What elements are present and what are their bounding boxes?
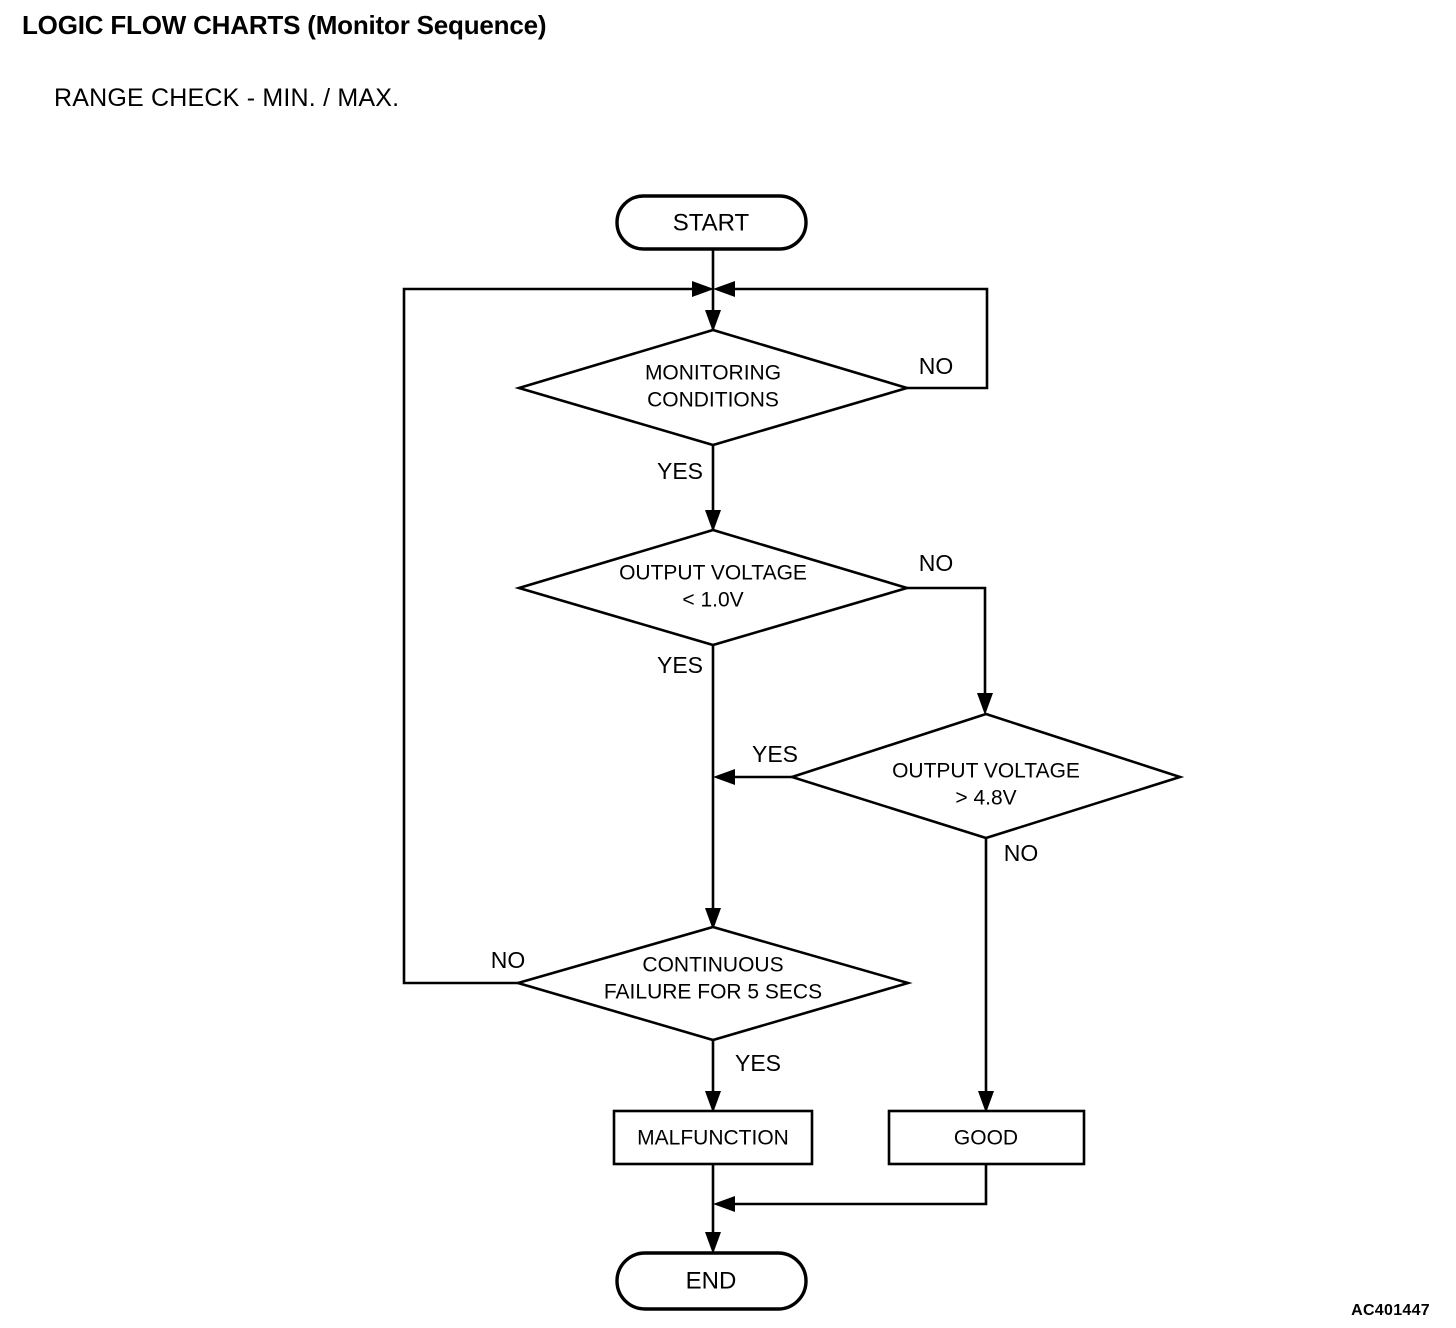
arrowhead-down-to-vmax xyxy=(977,693,993,715)
diagram-code: AC401447 xyxy=(1351,1302,1430,1319)
arrowhead-left-into-junction xyxy=(713,281,735,297)
node-monitoring-conditions-label-line2: CONDITIONS xyxy=(647,389,779,412)
node-end[interactable] xyxy=(615,1251,808,1311)
edge-good-to-merge xyxy=(722,1164,988,1206)
node-end-label: END xyxy=(686,1267,737,1294)
edge-vmin-no-to-vmax xyxy=(907,586,987,710)
edge-label-vmax-yes: YES xyxy=(752,741,798,767)
edge-label-vmax-no: NO xyxy=(1004,840,1039,866)
node-monitoring-conditions[interactable] xyxy=(514,328,912,447)
node-continuous-failure[interactable] xyxy=(513,925,913,1042)
arrowhead-down-to-vmin xyxy=(705,510,721,532)
arrowhead-down-to-malfunction xyxy=(705,1091,721,1113)
edge-label-monitoring-yes: YES xyxy=(657,458,703,484)
edge-monitoring-no-feedback xyxy=(722,287,989,390)
node-continuous-failure-label-line1: CONTINUOUS xyxy=(642,954,783,977)
node-start-label: START xyxy=(673,209,750,236)
node-output-voltage-min[interactable] xyxy=(514,528,912,647)
edge-label-vmin-no: NO xyxy=(919,550,954,576)
node-malfunction-label: MALFUNCTION xyxy=(637,1127,789,1150)
node-malfunction[interactable] xyxy=(612,1109,814,1166)
node-output-voltage-min-label-line1: OUTPUT VOLTAGE xyxy=(619,562,807,585)
node-output-voltage-max[interactable] xyxy=(787,712,1185,840)
edge-label-continuous-yes: YES xyxy=(735,1050,781,1076)
node-output-voltage-max-label-line1: OUTPUT VOLTAGE xyxy=(892,760,1080,783)
node-monitoring-conditions-label-line1: MONITORING xyxy=(645,362,781,385)
edge-label-continuous-no: NO xyxy=(491,947,526,973)
node-start[interactable] xyxy=(615,194,808,251)
node-output-voltage-max-label-line2: > 4.8V xyxy=(955,787,1016,810)
page-title: LOGIC FLOW CHARTS (Monitor Sequence) xyxy=(22,10,547,40)
arrowhead-left-into-merge xyxy=(713,1196,735,1212)
node-output-voltage-min-label-line2: < 1.0V xyxy=(682,589,743,612)
edge-label-vmin-yes: YES xyxy=(657,652,703,678)
page-subtitle: RANGE CHECK - MIN. / MAX. xyxy=(54,84,400,112)
node-good-label: GOOD xyxy=(954,1127,1018,1150)
arrowhead-down-to-good xyxy=(978,1091,994,1113)
arrowhead-down-to-end xyxy=(705,1232,721,1254)
arrowhead-left-into-rail xyxy=(713,769,735,785)
node-good[interactable] xyxy=(887,1109,1086,1166)
edge-continuous-no-feedback xyxy=(402,287,705,985)
node-continuous-failure-label-line2: FAILURE FOR 5 SECS xyxy=(604,981,822,1004)
arrowhead-down-to-monitoring xyxy=(705,310,721,332)
edge-label-monitoring-no: NO xyxy=(919,353,954,379)
arrowhead-down-to-continuous xyxy=(705,908,721,930)
arrowhead-right-into-junction xyxy=(692,281,714,297)
